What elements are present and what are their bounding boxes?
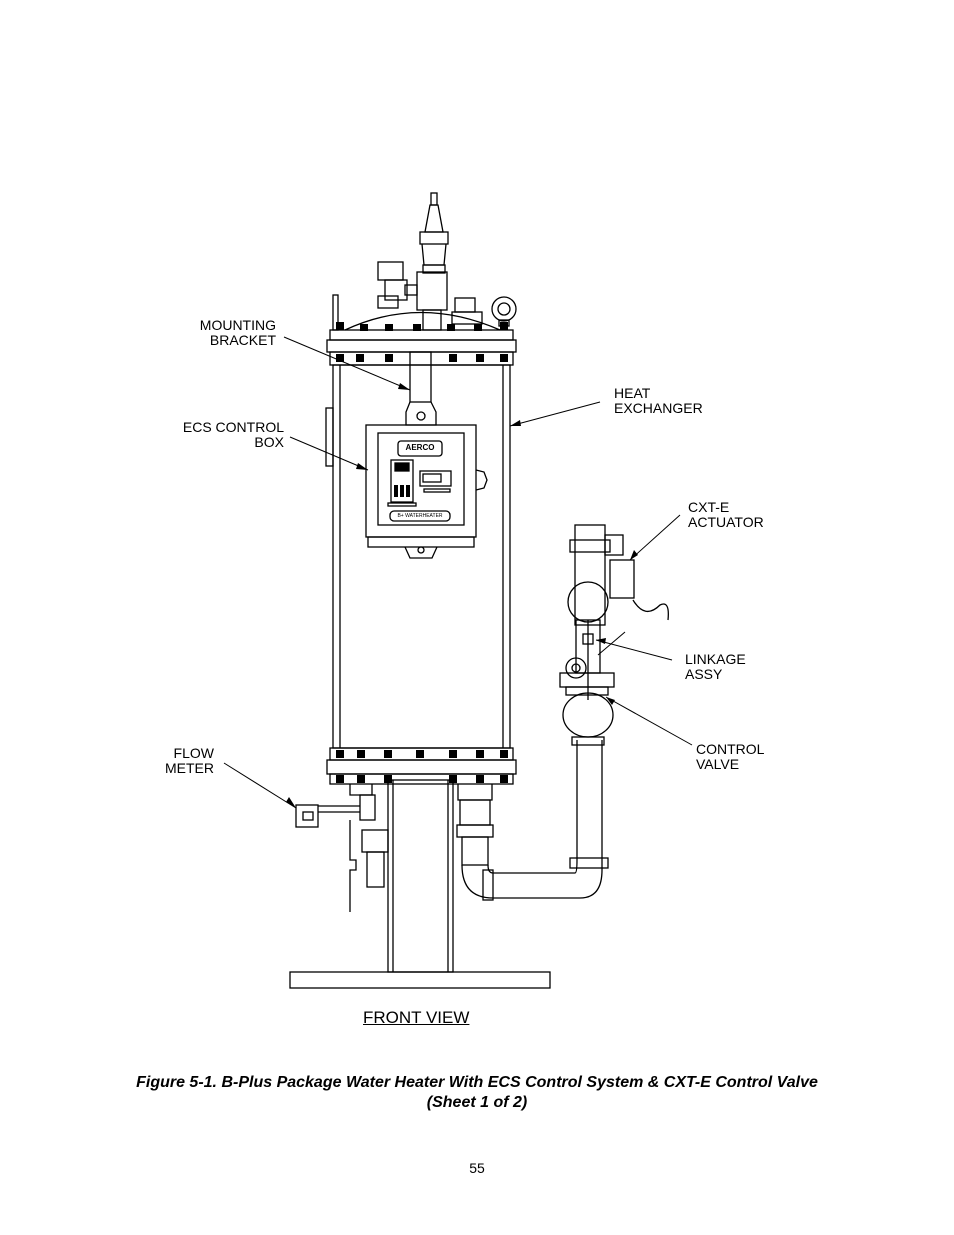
- control-box-logo: AERCO: [405, 443, 435, 452]
- leader-arrowheads: [286, 383, 638, 808]
- control-box-badge: B+ WATERHEATER: [397, 513, 443, 519]
- label-cxte-actuator: CXT-E ACTUATOR: [688, 499, 764, 530]
- figure-caption: Figure 5-1. B-Plus Package Water Heater …: [136, 1074, 818, 1111]
- ecs-control-box: [365, 424, 488, 559]
- stand-column: [387, 779, 454, 973]
- label-heat-exchanger: HEAT EXCHANGER: [614, 385, 703, 416]
- page-number: 55: [469, 1160, 485, 1176]
- heat-exchanger-shell: [325, 364, 511, 749]
- mounting-bracket: [405, 351, 437, 426]
- view-title: FRONT VIEW: [363, 1008, 470, 1027]
- bottom-flange: [326, 747, 517, 785]
- leader-lines: [223, 336, 693, 809]
- label-control-valve: CONTROL VALVE: [696, 741, 765, 772]
- outlet-piping: [456, 740, 609, 901]
- label-mounting-bracket: MOUNTING BRACKET: [199, 317, 276, 348]
- flow-meter-assembly: [295, 784, 389, 912]
- label-ecs-control-box: ECS CONTROL BOX: [182, 419, 284, 450]
- top-fittings: [332, 192, 517, 331]
- label-flow-meter: FLOW METER: [165, 745, 214, 776]
- cxte-actuator: [567, 524, 669, 626]
- top-flange: [326, 311, 517, 366]
- linkage-assy: [575, 619, 601, 700]
- base-plate: [289, 971, 551, 989]
- control-valve: [559, 657, 615, 746]
- label-linkage-assy: LINKAGE ASSY: [685, 651, 746, 682]
